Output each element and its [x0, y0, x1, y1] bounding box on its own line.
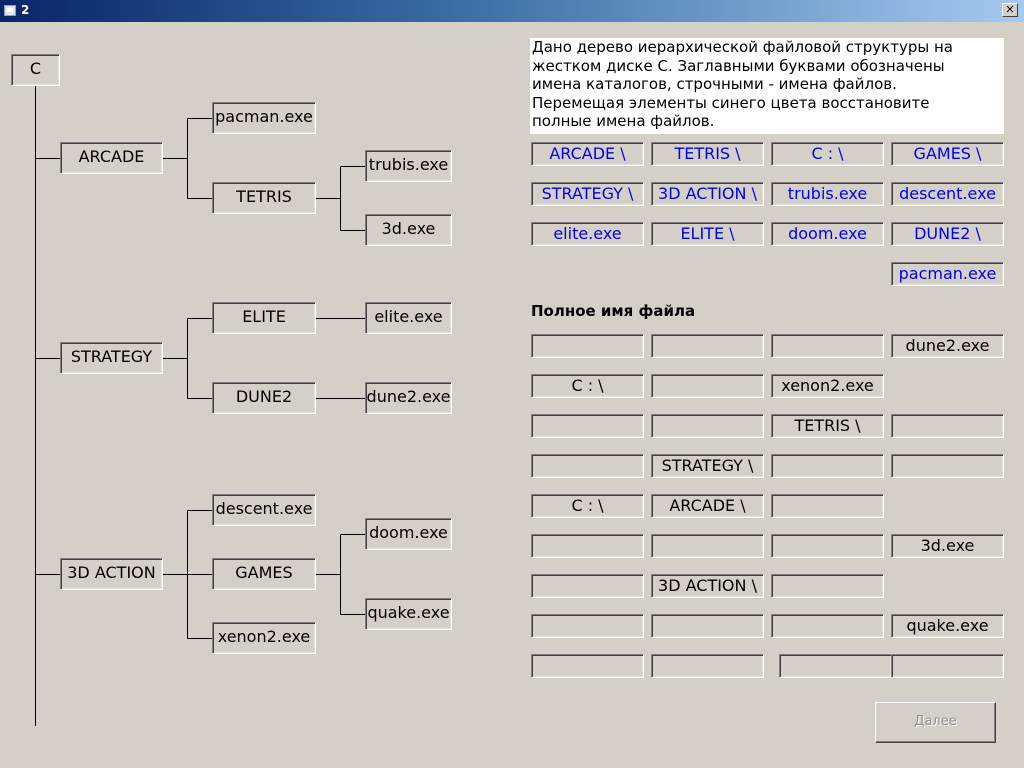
- drop-slot[interactable]: [651, 654, 764, 678]
- drop-slot[interactable]: xenon2.exe: [771, 374, 884, 398]
- tree-node-xenon2: xenon2.exe: [212, 622, 316, 654]
- instructions-line: Перемещая элементы синего цвета восстано…: [532, 93, 930, 112]
- drop-slot[interactable]: 3D ACTION \: [651, 574, 764, 598]
- drop-slot[interactable]: [891, 414, 1004, 438]
- next-button[interactable]: Далее: [875, 702, 996, 743]
- drop-slot[interactable]: [779, 654, 892, 678]
- tree-node-elite: ELITE: [212, 302, 316, 334]
- instructions-text: Дано дерево иерархической файловой струк…: [530, 38, 1004, 134]
- tree-node-c: C: [11, 54, 60, 86]
- drop-slot[interactable]: [531, 574, 644, 598]
- drop-slot[interactable]: ARCADE \: [651, 494, 764, 518]
- draggable-chip-3d-action[interactable]: 3D ACTION \: [651, 182, 764, 206]
- drop-slot[interactable]: [531, 334, 644, 358]
- drop-slot[interactable]: [651, 614, 764, 638]
- tree-node-doom: doom.exe: [365, 518, 452, 550]
- drop-slot[interactable]: [531, 414, 644, 438]
- drop-slot[interactable]: [651, 334, 764, 358]
- drop-slot[interactable]: [771, 334, 884, 358]
- draggable-chip-arcade[interactable]: ARCADE \: [531, 142, 644, 166]
- draggable-chip-dune2[interactable]: DUNE2 \: [891, 222, 1004, 246]
- draggable-chip-tetris[interactable]: TETRIS \: [651, 142, 764, 166]
- tree-node-descent: descent.exe: [212, 494, 316, 526]
- drop-slot[interactable]: TETRIS \: [771, 414, 884, 438]
- tree-node-elite-exe: elite.exe: [365, 302, 452, 334]
- tree-node-trubis: trubis.exe: [365, 150, 452, 182]
- drop-slot[interactable]: [771, 534, 884, 558]
- draggable-chip-pacman[interactable]: pacman.exe: [891, 262, 1004, 286]
- close-button[interactable]: ✕: [1002, 3, 1018, 17]
- window-title: 2: [21, 3, 30, 17]
- title-bar: 2 ✕: [0, 0, 1024, 22]
- draggable-chip-elite[interactable]: ELITE \: [651, 222, 764, 246]
- draggable-chip-elite-exe[interactable]: elite.exe: [531, 222, 644, 246]
- drop-slot[interactable]: [771, 494, 884, 518]
- drop-slot[interactable]: [651, 534, 764, 558]
- app-icon: [4, 5, 16, 16]
- tree-node-dune2-exe: dune2.exe: [365, 382, 452, 414]
- drop-slot[interactable]: [771, 454, 884, 478]
- drop-slot[interactable]: [891, 654, 1004, 678]
- instructions-line: Дано дерево иерархической файловой струк…: [532, 38, 953, 56]
- drop-slot[interactable]: STRATEGY \: [651, 454, 764, 478]
- drop-slot[interactable]: [651, 414, 764, 438]
- tree-node-tetris: TETRIS: [212, 182, 316, 214]
- drop-slot[interactable]: [891, 454, 1004, 478]
- draggable-chip-trubis[interactable]: trubis.exe: [771, 182, 884, 206]
- full-name-label: Полное имя файла: [531, 302, 696, 320]
- draggable-chip-games[interactable]: GAMES \: [891, 142, 1004, 166]
- drop-slot[interactable]: [531, 534, 644, 558]
- drop-slot[interactable]: [531, 454, 644, 478]
- drop-slot[interactable]: [771, 614, 884, 638]
- tree-node-quake: quake.exe: [365, 598, 452, 630]
- drop-slot[interactable]: C : \: [531, 374, 644, 398]
- tree-node-games: GAMES: [212, 558, 316, 590]
- instructions-line: жестком диске С. Заглавными буквами обоз…: [532, 56, 945, 75]
- tree-node-3d: 3d.exe: [365, 214, 452, 246]
- drop-slot[interactable]: [531, 654, 644, 678]
- tree-node-pacman: pacman.exe: [212, 102, 316, 134]
- drop-slot[interactable]: [531, 614, 644, 638]
- tree-node-arcade: ARCADE: [60, 142, 163, 174]
- draggable-chip-c[interactable]: C : \: [771, 142, 884, 166]
- draggable-chip-strategy[interactable]: STRATEGY \: [531, 182, 644, 206]
- tree-node-3d-action: 3D ACTION: [60, 558, 163, 590]
- drop-slot[interactable]: dune2.exe: [891, 334, 1004, 358]
- tree-node-strategy: STRATEGY: [60, 342, 163, 374]
- tree-node-dune2: DUNE2: [212, 382, 316, 414]
- drop-slot[interactable]: C : \: [531, 494, 644, 518]
- instructions-line: полные имена файлов.: [532, 112, 715, 130]
- drop-slot[interactable]: [771, 574, 884, 598]
- drop-slot[interactable]: 3d.exe: [891, 534, 1004, 558]
- instructions-line: имена каталогов, строчными - имена файло…: [532, 75, 897, 93]
- draggable-chip-descent[interactable]: descent.exe: [891, 182, 1004, 206]
- drop-slot[interactable]: [651, 374, 764, 398]
- draggable-chip-doom[interactable]: doom.exe: [771, 222, 884, 246]
- drop-slot[interactable]: quake.exe: [891, 614, 1004, 638]
